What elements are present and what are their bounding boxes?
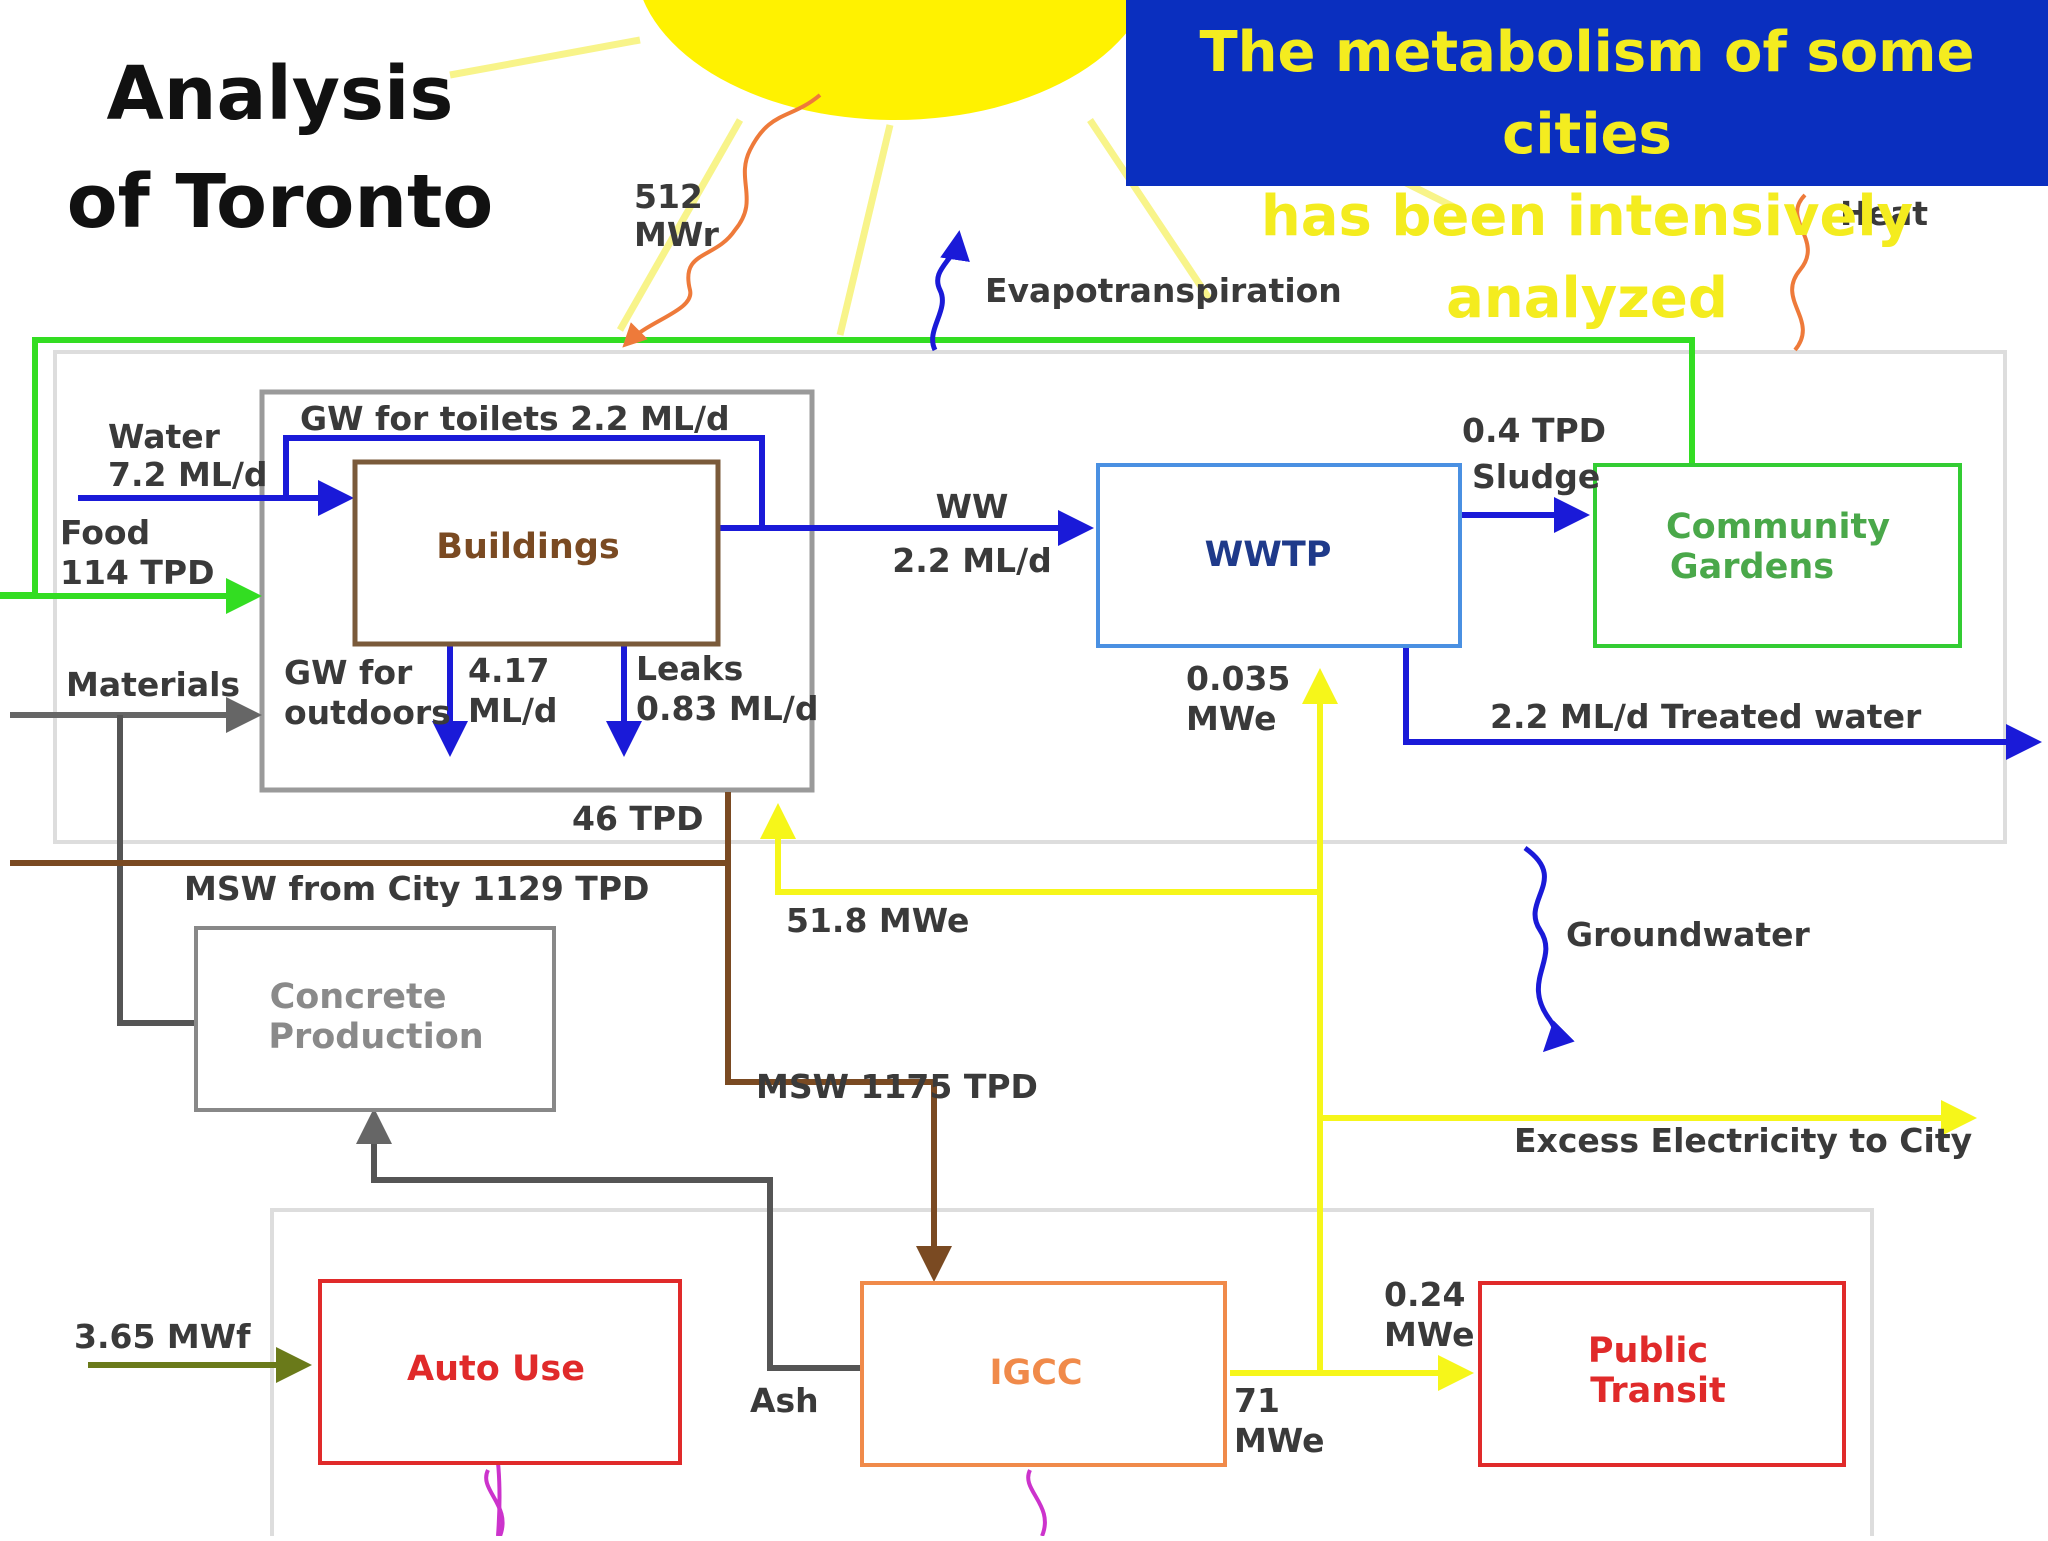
ww-label-2: 2.2 ML/d: [892, 541, 1052, 580]
buildings-zone-boundary: [259, 389, 815, 793]
evapotranspiration-label: Evapotranspiration: [985, 271, 1342, 310]
materials-label: Materials: [66, 665, 240, 704]
msw-city-label: MSW from City 1129 TPD: [184, 869, 649, 908]
transit-power-label-2: MWe: [1384, 1315, 1474, 1354]
food-label-2: 114 TPD: [60, 553, 214, 592]
igcc-output-label-1: 71: [1234, 1381, 1280, 1420]
leaks-label-1: Leaks: [636, 649, 743, 688]
public-transit-label-1: Public: [1588, 1331, 1708, 1371]
community-gardens-label-1: Community: [1666, 507, 1890, 547]
electricity-to-buildings-flow: [760, 803, 1320, 895]
tpd-46-label: 46 TPD: [572, 799, 704, 838]
food-label-1: Food: [60, 513, 150, 552]
transit-power-label-1: 0.24: [1384, 1275, 1465, 1314]
concrete-label-2: Production: [268, 1017, 483, 1057]
concrete-production-node: [194, 926, 556, 1112]
slide-title: Analysis of Toronto: [60, 40, 500, 256]
concrete-label-1: Concrete: [270, 977, 447, 1017]
ww-label-1: WW: [936, 487, 1009, 526]
sun-icon: [449, 0, 1462, 336]
wwtp-label: WWTP: [1205, 535, 1332, 575]
msw-1175-label: MSW 1175 TPD: [756, 1067, 1038, 1106]
power-51-label: 51.8 MWe: [786, 901, 969, 940]
materials-to-concrete-flow: [117, 715, 196, 1026]
wwtp-power-label-1: 0.035: [1186, 659, 1290, 698]
wwtp-power-label-2: MWe: [1186, 699, 1276, 738]
igcc-output-label-2: MWe: [1234, 1421, 1324, 1460]
public-transit-label-2: Transit: [1590, 1371, 1725, 1411]
ash-flow: [356, 1108, 862, 1371]
solar-flow: [622, 93, 822, 348]
fuel-label: 3.65 MWf: [74, 1317, 251, 1356]
groundwater-flow: [1523, 845, 1575, 1053]
water-label-2: 7.2 ML/d: [108, 455, 268, 494]
gw-toilets-flow: [283, 435, 765, 528]
community-gardens-label-2: Gardens: [1670, 547, 1834, 587]
auto-emissions-flow-2: [484, 1469, 505, 1537]
gw-outdoors-label-2: outdoors: [284, 693, 451, 732]
msw-to-igcc-flow: [725, 792, 952, 1282]
groundwater-label: Groundwater: [1566, 915, 1811, 954]
solar-label-2: MWr: [634, 215, 720, 254]
electricity-main-flow: [1230, 668, 1338, 1376]
community-gardens-node: [1593, 463, 1962, 648]
gw-toilets-label: GW for toilets 2.2 ML/d: [300, 399, 730, 438]
treated-water-flow: [1403, 648, 2042, 760]
gw-outdoors-value-2: ML/d: [468, 691, 558, 730]
leaks-label-2: 0.83 ML/d: [636, 689, 818, 728]
buildings-node: [352, 459, 721, 647]
auto-use-node: [318, 1279, 682, 1465]
headline-line-1: The metabolism of some cities: [1199, 20, 1975, 167]
slide-title-line-1: Analysis: [106, 51, 454, 137]
gw-outdoors-value-1: 4.17: [468, 651, 549, 690]
infrastructure-system-boundary: [270, 1208, 1874, 1541]
wwtp-node: [1096, 463, 1462, 648]
water-label-1: Water: [108, 417, 221, 456]
headline-banner: The metabolism of some cities has been i…: [1126, 0, 2048, 331]
gw-outdoors-label-1: GW for: [284, 653, 413, 692]
igcc-emissions-flow: [1026, 1469, 1047, 1537]
ash-label: Ash: [750, 1381, 819, 1420]
heat-flow: [1790, 193, 1810, 352]
sludge-label-1: 0.4 TPD: [1462, 411, 1606, 450]
heat-label: Heat: [1840, 194, 1928, 233]
auto-use-label: Auto Use: [407, 1349, 585, 1389]
evapotranspiration-flow: [930, 230, 970, 352]
excess-electricity-label: Excess Electricity to City: [1514, 1121, 1972, 1160]
solar-label-1: 512: [634, 177, 703, 216]
igcc-node: [860, 1281, 1227, 1467]
buildings-label: Buildings: [436, 527, 619, 567]
slide-title-line-2: of Toronto: [66, 159, 494, 245]
public-transit-node: [1478, 1281, 1846, 1467]
igcc-label: IGCC: [989, 1353, 1082, 1393]
treated-water-label: 2.2 ML/d Treated water: [1490, 697, 1922, 736]
headline-line-2: has been intensively analyzed: [1260, 184, 1914, 331]
sludge-label-2: Sludge: [1472, 457, 1600, 496]
